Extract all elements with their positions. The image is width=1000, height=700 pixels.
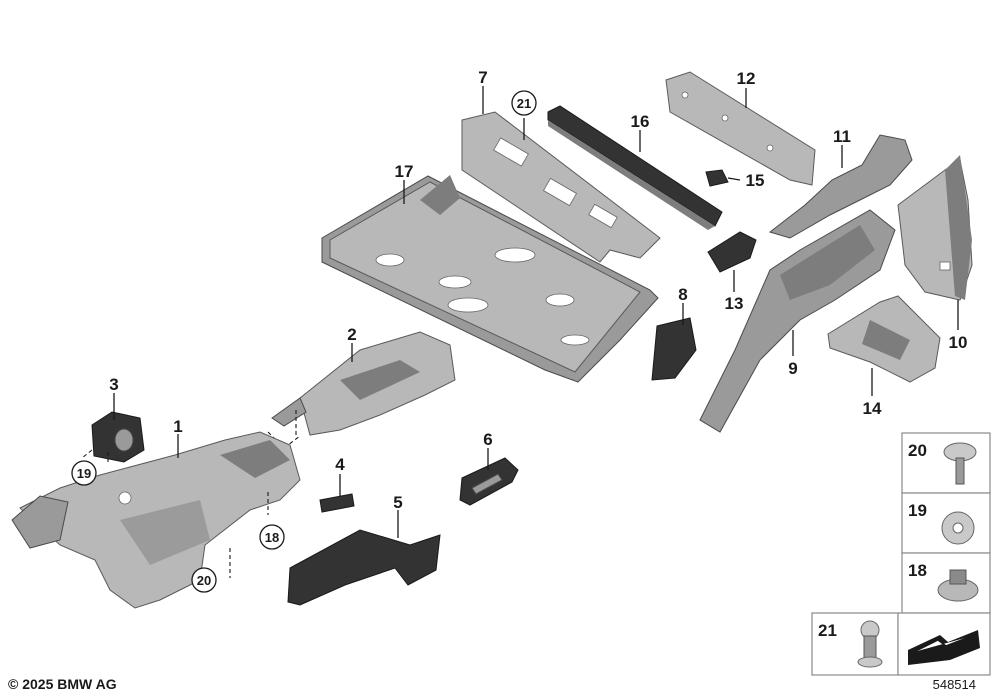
callout-20: 20 [197, 573, 211, 588]
part-3-bracket[interactable] [91, 411, 145, 463]
part-9-side-trim[interactable] [699, 209, 896, 433]
foam-material-icon [908, 630, 980, 665]
legend-item-18[interactable]: 18 [901, 552, 991, 614]
legend-label-19: 19 [908, 501, 927, 520]
legend-item-material-icon [897, 612, 991, 676]
callout-13: 13 [725, 294, 744, 313]
callout-11: 11 [833, 127, 851, 146]
part-4-pad[interactable] [319, 493, 355, 513]
callout-labels: 1 2 3 4 5 6 7 8 9 10 11 12 13 14 15 16 1… [109, 68, 967, 512]
callout-16: 16 [631, 112, 650, 131]
circled-callout-21-top: 21 [511, 90, 537, 116]
callout-10: 10 [949, 333, 968, 352]
legend-panel: 20 19 18 21 [811, 432, 991, 676]
callout-12: 12 [737, 69, 756, 88]
part-14-tray[interactable] [827, 295, 941, 383]
copyright-notice: © 2025 BMW AG [8, 676, 117, 692]
legend-label-20: 20 [908, 441, 927, 460]
callout-3: 3 [109, 375, 118, 394]
callout-8: 8 [678, 285, 687, 304]
circled-callout-20: 20 [191, 567, 217, 593]
callout-1: 1 [173, 417, 182, 436]
part-16-foam-strip[interactable] [547, 105, 723, 230]
callout-7: 7 [478, 68, 487, 87]
legend-item-21[interactable]: 21 [811, 612, 899, 676]
part-2-heat-shield[interactable] [271, 331, 456, 436]
callout-17: 17 [395, 162, 414, 181]
part-5-insulation-mat[interactable] [287, 529, 441, 606]
legend-item-20[interactable]: 20 [901, 432, 991, 494]
part-13-block[interactable] [707, 231, 757, 273]
callout-15: 15 [746, 171, 765, 190]
part-11-bracket[interactable] [768, 134, 913, 239]
legend-label-21: 21 [818, 621, 837, 640]
part-17-floor-insulation[interactable] [321, 175, 659, 383]
callout-2: 2 [347, 325, 356, 344]
circled-callout-18: 18 [259, 524, 285, 550]
legend-label-18: 18 [908, 561, 927, 580]
part-8-block[interactable] [651, 317, 697, 381]
callout-5: 5 [393, 493, 402, 512]
legend-item-19[interactable]: 19 [901, 492, 991, 554]
part-1-heat-shield[interactable] [11, 431, 301, 609]
callout-4: 4 [335, 455, 345, 474]
part-7-panel[interactable] [461, 111, 661, 263]
diagram-id: 548514 [932, 677, 976, 692]
part-10-wheel-arch-trim[interactable] [897, 155, 973, 301]
leader-lines [113, 86, 959, 538]
callout-21: 21 [517, 96, 531, 111]
circled-callout-19: 19 [71, 460, 97, 486]
callout-6: 6 [483, 430, 492, 449]
part-15-pad[interactable] [705, 169, 729, 187]
callout-19: 19 [77, 466, 91, 481]
callout-14: 14 [863, 399, 882, 418]
callout-9: 9 [788, 359, 797, 378]
part-12-panel[interactable] [665, 71, 816, 186]
callout-18: 18 [265, 530, 279, 545]
part-6-bracket[interactable] [459, 457, 519, 506]
